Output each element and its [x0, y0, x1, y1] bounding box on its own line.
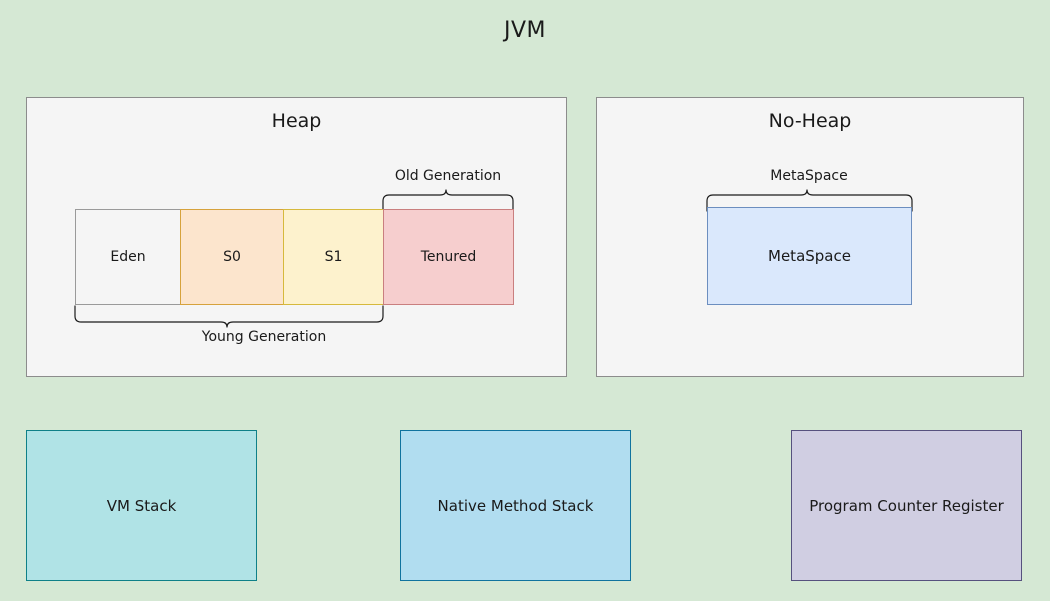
segment-s0: S0 — [180, 209, 284, 305]
metaspace-brace-label: MetaSpace — [770, 168, 848, 184]
vm-stack-box: VM Stack — [26, 430, 257, 581]
young-generation-brace-icon — [74, 305, 384, 328]
segment-s0-label: S0 — [223, 249, 241, 265]
old-generation-brace-icon — [382, 189, 514, 212]
metaspace-box-label: MetaSpace — [768, 247, 851, 265]
no-heap-panel-title: No-Heap — [768, 110, 852, 132]
segment-tenured-label: Tenured — [420, 249, 477, 265]
program-counter-register-box: Program Counter Register — [791, 430, 1022, 581]
native-method-stack-label: Native Method Stack — [437, 496, 594, 515]
segment-s1: S1 — [283, 209, 384, 305]
segment-eden-label: Eden — [110, 249, 146, 265]
metaspace-box: MetaSpace — [707, 207, 912, 305]
segment-s1-label: S1 — [324, 249, 343, 265]
young-generation-label: Young Generation — [201, 329, 327, 345]
metaspace-brace-icon — [706, 189, 913, 212]
diagram-title: JVM — [503, 18, 547, 43]
segment-tenured: Tenured — [383, 209, 514, 305]
native-method-stack-box: Native Method Stack — [400, 430, 631, 581]
heap-panel-title: Heap — [271, 110, 322, 132]
old-generation-label: Old Generation — [394, 168, 502, 184]
vm-stack-label: VM Stack — [106, 496, 177, 515]
program-counter-register-label: Program Counter Register — [809, 496, 1004, 515]
segment-eden: Eden — [75, 209, 181, 305]
